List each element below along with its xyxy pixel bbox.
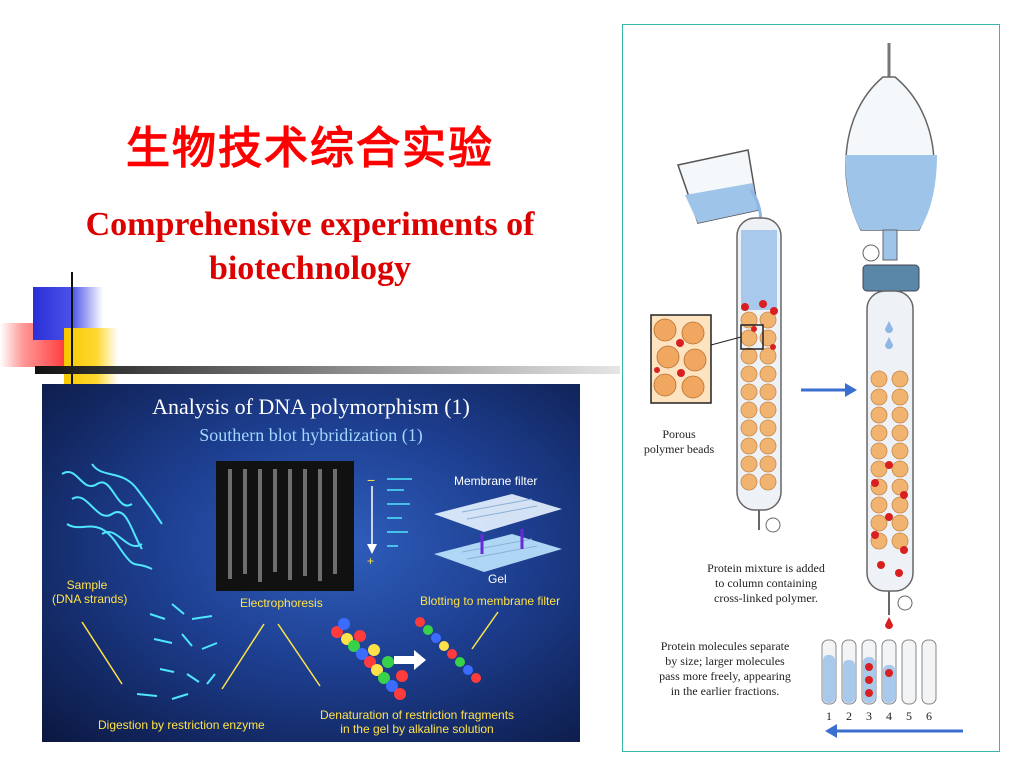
label-denaturation-line2: in the gel by alkaline solution — [340, 722, 494, 736]
beaker-illustration — [677, 149, 759, 224]
tube-number: 5 — [906, 709, 912, 723]
slide-title-english: Comprehensive experiments of biotechnolo… — [40, 203, 580, 291]
caption-protein-added: Protein mixture is added to column conta… — [681, 561, 851, 606]
label-denaturation: Denaturation of restriction fragments in… — [312, 708, 522, 736]
minus-sign: − — [367, 472, 376, 488]
fraction-tubes — [821, 639, 937, 705]
caption-protein-separate-line2: by size; larger molecules — [665, 654, 785, 668]
diagram-title: Analysis of DNA polymorphism (1) — [152, 394, 470, 419]
gel-photo — [216, 461, 354, 591]
decor-horizontal-rule — [35, 366, 620, 374]
gel-filtration-figure: Porous polymer beads Protein mixture is … — [622, 24, 1000, 752]
left-column — [736, 217, 782, 533]
tube-number: 3 — [866, 709, 872, 723]
caption-protein-separate: Protein molecules separate by size; larg… — [637, 639, 813, 699]
gel-lanes — [228, 469, 337, 582]
label-digestion: Digestion by restriction enzyme — [98, 718, 265, 732]
fragment-marks — [387, 478, 412, 547]
diagram-graphics — [61, 461, 562, 700]
label-sample-line1: Sample — [66, 578, 108, 592]
dna-strands-illustration — [61, 463, 163, 570]
caption-protein-separate-line1: Protein molecules separate — [660, 639, 790, 653]
label-porous-beads-line2: polymer beads — [643, 442, 715, 456]
flow-arrows — [81, 611, 499, 690]
caption-protein-added-line2: to column containing — [715, 576, 817, 590]
slide-title-english-line1: Comprehensive experiments of — [85, 206, 535, 243]
tube-number: 1 — [826, 709, 832, 723]
diagram-subtitle: Southern blot hybridization (1) — [199, 425, 423, 445]
caption-protein-separate-line3: pass more freely, appearing — [659, 669, 791, 683]
label-porous-beads-line1: Porous — [662, 427, 696, 441]
label-membrane-filter: Membrane filter — [454, 474, 538, 488]
digested-fragments — [136, 603, 218, 700]
label-blotting: Blotting to membrane filter — [420, 594, 561, 608]
tube-number: 2 — [846, 709, 852, 723]
bead-zoom-inset — [650, 314, 742, 404]
plus-sign: + — [367, 554, 375, 568]
label-sample-line2: (DNA strands) — [52, 592, 128, 606]
caption-protein-separate-line4: in the earlier fractions. — [670, 684, 780, 698]
slide-title-chinese: 生物技术综合实验 — [126, 123, 494, 174]
label-porous-beads: Porous polymer beads — [631, 427, 727, 457]
label-gel: Gel — [488, 572, 507, 586]
caption-protein-added-line3: cross-linked polymer. — [714, 591, 818, 605]
tube-number: 6 — [926, 709, 932, 723]
decor-vertical-line — [71, 272, 73, 384]
figure-graphics — [650, 43, 963, 738]
label-sample: Sample (DNA strands) — [52, 578, 128, 606]
decor-yellow-square — [64, 328, 118, 386]
denaturation-arrow — [394, 650, 426, 670]
right-column — [866, 290, 914, 629]
label-electrophoresis: Electrophoresis — [240, 596, 323, 610]
tube-number: 4 — [886, 709, 892, 723]
label-denaturation-line1: Denaturation of restriction fragments — [319, 708, 515, 722]
caption-protein-added-line1: Protein mixture is added — [707, 561, 825, 575]
single-strands-right — [415, 617, 481, 683]
southern-blot-diagram: Analysis of DNA polymorphism (1) Souther… — [42, 384, 580, 742]
slide-title-english-line2: biotechnology — [208, 250, 412, 287]
double-helix-left — [331, 618, 408, 700]
separatory-funnel — [845, 43, 937, 292]
